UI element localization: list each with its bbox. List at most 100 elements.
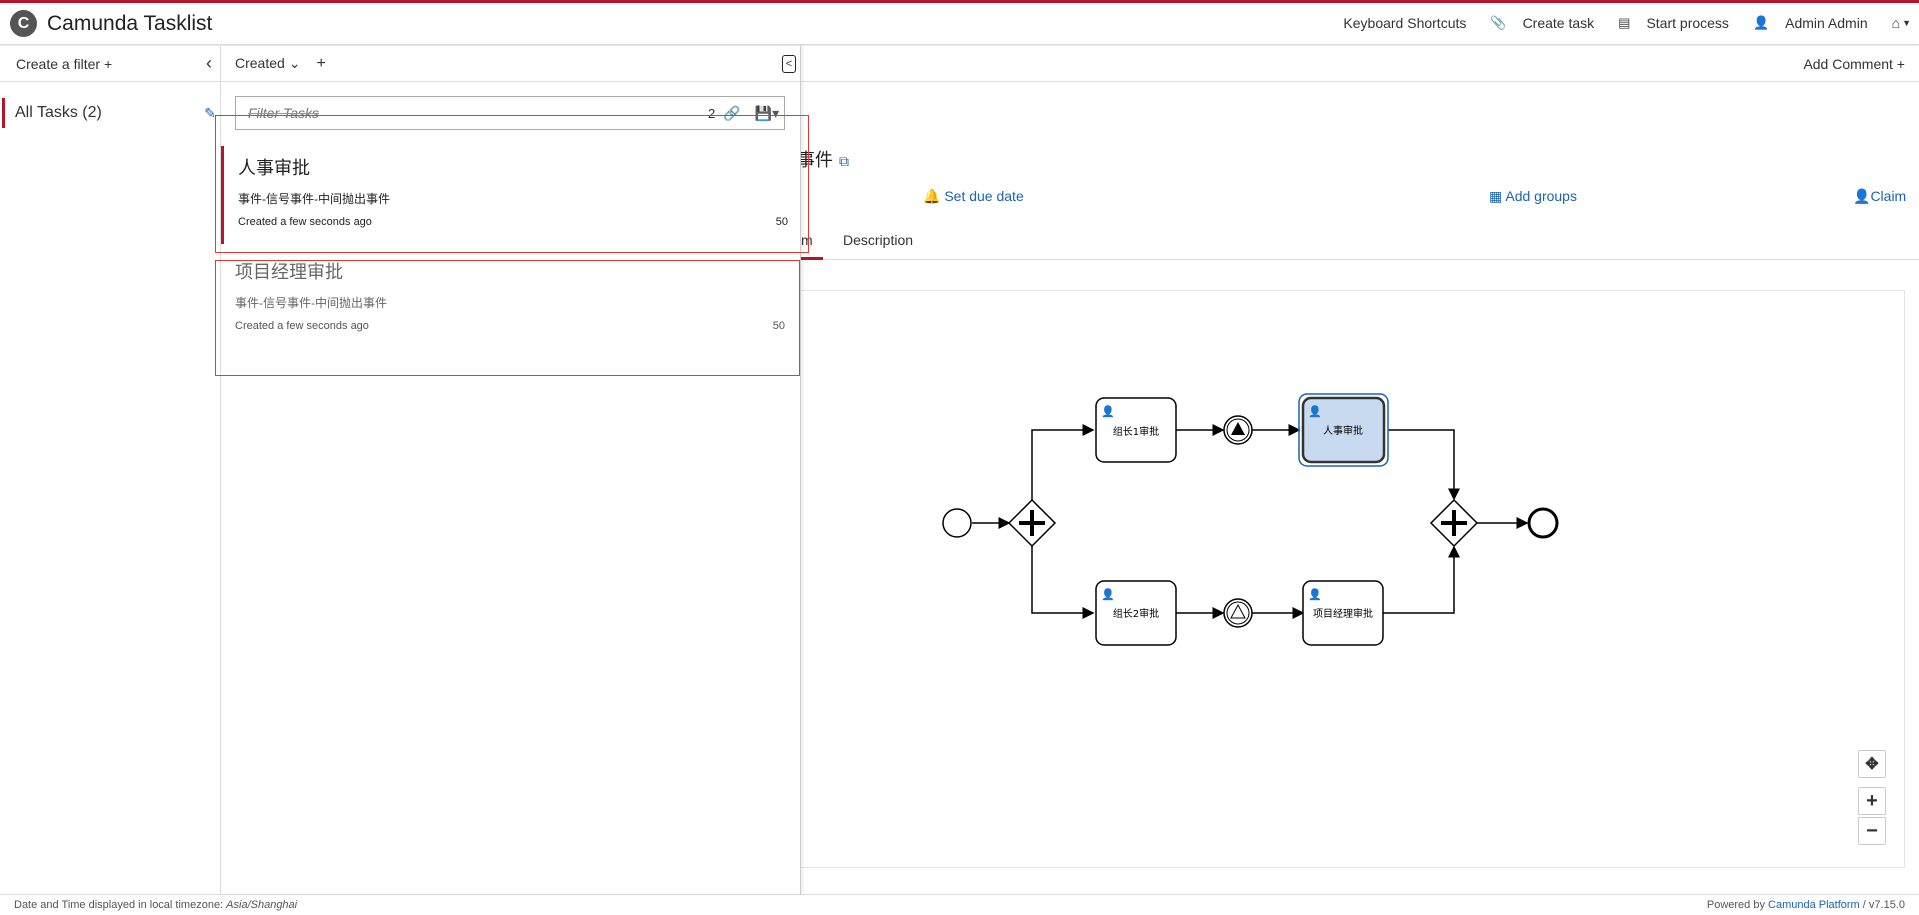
user-task-icon: 👤: [1308, 405, 1322, 418]
minus-icon: −: [1866, 819, 1878, 842]
bpmn-canvas[interactable]: 👤 组长1审批 👤 人事审批 👤 组长2审批 👤 项目经理审批: [801, 291, 1905, 869]
tab-description[interactable]: Description: [843, 232, 914, 248]
user-task-icon: 👤: [1308, 588, 1322, 601]
camunda-platform-link[interactable]: Camunda Platform: [1768, 899, 1860, 911]
top-navbar: C Camunda Tasklist Keyboard Shortcuts 📎 C…: [0, 0, 1919, 45]
task-detail: Add Comment + 事件 ⧉ 🔔 Set due date ▦ Add g…: [797, 46, 1919, 894]
link-icon[interactable]: 🔗: [723, 104, 741, 121]
user-task-t2-active[interactable]: 👤 人事审批: [1298, 393, 1389, 467]
powered-prefix: Powered by: [1706, 899, 1769, 911]
user-task-icon: 👤: [1101, 405, 1115, 418]
user-icon: 👤: [1853, 188, 1871, 204]
signal-throw-event-upper[interactable]: [1223, 415, 1253, 445]
detail-header: Add Comment +: [801, 46, 1919, 82]
plus-icon: +: [103, 55, 113, 72]
bpmn-diagram[interactable]: 👤 组长1审批 👤 人事审批 👤 组长2审批 👤 项目经理审批 ✥ + −: [801, 290, 1905, 868]
due-date-label: Set due date: [944, 188, 1024, 204]
task-label: 项目经理审批: [1313, 607, 1373, 620]
tab-diagram-label: m: [801, 232, 813, 248]
timezone-note: Date and Time displayed in local timezon…: [14, 899, 297, 911]
filters-column: Create a filter + ‹ All Tasks (2) ✎: [0, 46, 221, 894]
parallel-gateway-join[interactable]: [1429, 498, 1479, 548]
timezone-prefix: Date and Time displayed in local timezon…: [14, 899, 227, 911]
home-menu[interactable]: ⌂▼: [1880, 15, 1911, 31]
create-task-label: Create task: [1522, 15, 1595, 31]
tab-diagram[interactable]: m: [801, 232, 823, 260]
parallel-gateway-split[interactable]: [1007, 498, 1057, 548]
footer: Date and Time displayed in local timezon…: [0, 894, 1919, 915]
search-input[interactable]: [248, 105, 688, 121]
chevron-down-icon: ⌄: [288, 55, 301, 71]
keyboard-shortcuts-link[interactable]: Keyboard Shortcuts: [1331, 15, 1466, 31]
bell-icon: 🔔: [923, 188, 941, 204]
crosshair-icon: ✥: [1865, 756, 1879, 773]
claim-button[interactable]: 👤Claim: [1853, 188, 1906, 205]
keyboard-shortcuts-label: Keyboard Shortcuts: [1343, 15, 1467, 31]
task-priority: 50: [772, 320, 785, 332]
end-event[interactable]: [1527, 507, 1559, 539]
brand[interactable]: C Camunda Tasklist: [10, 10, 212, 37]
user-menu[interactable]: 👤 Admin Admin: [1741, 15, 1868, 31]
start-event[interactable]: [942, 508, 972, 538]
powered-by: Powered by Camunda Platform / v7.15.0: [1707, 899, 1905, 911]
task-label: 组长1审批: [1113, 425, 1159, 438]
task-name: 人事审批: [238, 158, 310, 178]
collapse-list-icon[interactable]: <: [782, 55, 796, 73]
filter-item-label: All Tasks (2): [15, 104, 102, 121]
user-task-t3[interactable]: 👤 组长2审批: [1095, 580, 1177, 646]
task-title-text: 事件: [797, 150, 833, 170]
create-task-link[interactable]: 📎 Create task: [1478, 15, 1594, 31]
add-comment-button[interactable]: Add Comment +: [1803, 55, 1905, 72]
task-created: Created a few seconds ago: [235, 320, 369, 332]
list-icon: ▤: [1618, 15, 1631, 30]
collapse-left-icon[interactable]: ‹: [206, 53, 212, 73]
timezone-value: Asia/Shanghai: [226, 899, 298, 911]
add-groups-button[interactable]: ▦ Add groups: [1489, 188, 1577, 205]
task-label: 人事审批: [1323, 424, 1363, 437]
grid-icon: ▦: [1489, 188, 1503, 204]
sort-dropdown[interactable]: Created ⌄: [235, 55, 300, 72]
set-due-date-button[interactable]: 🔔 Set due date: [923, 188, 1024, 205]
user-task-t1[interactable]: 👤 组长1审批: [1095, 397, 1177, 463]
task-process: 事件-信号事件-中间抛出事件: [238, 192, 390, 206]
task-list-item[interactable]: 人事审批 事件-信号事件-中间抛出事件 Created a few second…: [221, 146, 801, 244]
user-icon: 👤: [1752, 15, 1770, 30]
top-nav: Keyboard Shortcuts 📎 Create task ▤Start p…: [1319, 15, 1911, 31]
task-process: 事件-信号事件-中间抛出事件: [235, 296, 387, 310]
paperclip-icon: 📎: [1490, 15, 1507, 30]
task-meta: Created a few seconds ago 50: [238, 216, 788, 228]
save-icon[interactable]: 💾▾: [754, 104, 780, 121]
zoom-out-button[interactable]: −: [1858, 817, 1886, 845]
user-name: Admin Admin: [1785, 15, 1868, 31]
external-link-icon[interactable]: ⧉: [839, 153, 849, 169]
plus-icon: +: [1866, 789, 1878, 812]
task-label: 组长2审批: [1113, 607, 1159, 620]
sort-label: Created: [235, 55, 285, 71]
start-process-link[interactable]: ▤Start process: [1606, 15, 1729, 31]
signal-catch-event-lower[interactable]: [1223, 598, 1253, 628]
app-title: Camunda Tasklist: [47, 11, 213, 35]
task-title: 事件 ⧉: [797, 146, 849, 172]
camunda-logo-icon: C: [10, 10, 37, 37]
task-name: 项目经理审批: [235, 262, 343, 282]
zoom-in-button[interactable]: +: [1858, 787, 1886, 815]
caret-down-icon: ▼: [1902, 18, 1911, 28]
create-filter-button[interactable]: Create a filter +: [16, 56, 112, 72]
add-sort-button[interactable]: +: [316, 54, 326, 72]
filters-header: Create a filter + ‹: [0, 46, 220, 82]
version: / v7.15.0: [1859, 899, 1905, 911]
filter-item-all-tasks[interactable]: All Tasks (2) ✎: [2, 98, 216, 128]
task-list-header: Created ⌄ + <: [221, 46, 800, 82]
task-priority: 50: [775, 216, 788, 228]
detail-tabs: m Description: [801, 226, 1919, 260]
task-count: 2: [708, 105, 716, 121]
user-task-icon: 👤: [1101, 588, 1115, 601]
create-filter-label: Create a filter: [16, 55, 101, 72]
task-list-item[interactable]: 项目经理审批 事件-信号事件-中间抛出事件 Created a few seco…: [221, 258, 801, 338]
user-task-t4[interactable]: 👤 项目经理审批: [1302, 580, 1384, 646]
pencil-icon[interactable]: ✎: [204, 104, 216, 121]
home-icon: ⌂: [1891, 15, 1901, 31]
reset-zoom-button[interactable]: ✥: [1858, 750, 1886, 778]
add-comment-label: Add Comment: [1803, 55, 1893, 72]
task-list-column: Created ⌄ + < 2 🔗 💾▾ 人事审批 事件-信号事件-中间抛出事件…: [221, 46, 801, 894]
